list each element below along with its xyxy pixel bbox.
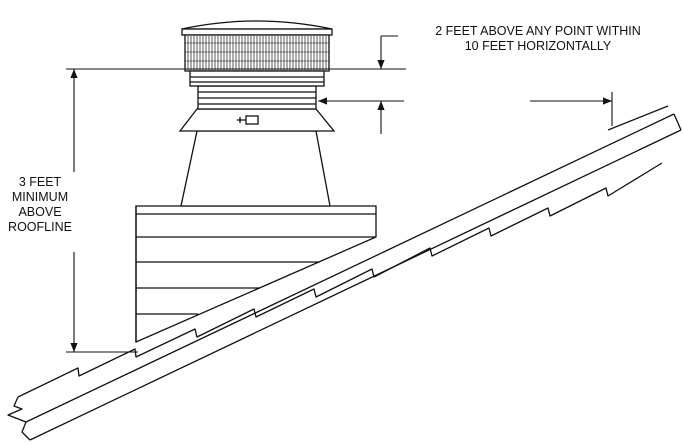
- clearance-note-line1: 2 FEET ABOVE ANY POINT WITHIN: [435, 24, 641, 38]
- shingle-surface: [17, 162, 663, 398]
- minimum-height-line3: ABOVE: [18, 205, 62, 219]
- dimension-lines: [66, 35, 613, 353]
- clearance-note: 2 FEET ABOVE ANY POINT WITHIN 10 FEET HO…: [398, 24, 678, 54]
- minimum-height-line2: MINIMUM: [11, 190, 69, 204]
- minimum-height-note: 3 FEET MINIMUM ABOVE ROOFLINE: [4, 175, 76, 235]
- minimum-height-line1: 3 FEET: [18, 175, 62, 189]
- cap-screen-mesh: [185, 36, 329, 70]
- roof-thickness-edge: [25, 113, 675, 423]
- roof-bottom-edge: [29, 129, 682, 441]
- roof-end-edge: [673, 113, 682, 131]
- chimney-chase: [135, 205, 377, 343]
- clearance-note-line2: 10 FEET HORIZONTALLY: [464, 39, 612, 53]
- minimum-height-line4: ROOFLINE: [8, 220, 72, 234]
- chimney-pipe: [178, 85, 336, 207]
- shingle-surface-upper: [607, 105, 669, 131]
- roof: [7, 105, 682, 441]
- roof-break-line: [7, 396, 31, 441]
